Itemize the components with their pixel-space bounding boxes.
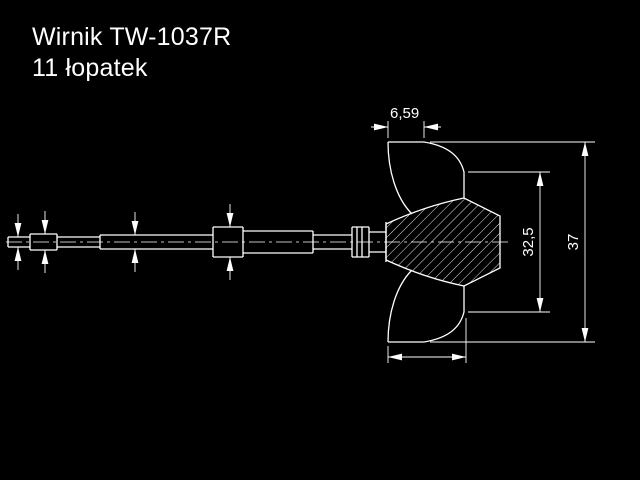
dim-label-wheel-diameter: 37 bbox=[565, 234, 582, 251]
dimension-labels: 6,59 32,5 37 bbox=[390, 105, 582, 257]
dim-label-exducer-diameter: 32,5 bbox=[520, 227, 537, 256]
dim-bottom-extension-lines bbox=[387, 318, 467, 363]
drawing-subtitle: 11 łopatek bbox=[32, 54, 148, 82]
dim-wheel-extension-lines bbox=[430, 141, 595, 343]
dim-exducer-extension-lines bbox=[468, 171, 550, 313]
drawing-title: Wirnik TW-1037R bbox=[32, 23, 232, 51]
dim-label-top-width: 6,59 bbox=[390, 105, 419, 122]
shaft-diameter-arrows bbox=[14, 204, 234, 280]
wheel-hub-section bbox=[385, 197, 501, 287]
title-block: Wirnik TW-1037R 11 łopatek bbox=[32, 22, 231, 84]
wheel-blade-profile bbox=[387, 141, 465, 343]
dimension-lines bbox=[14, 121, 595, 363]
dim-top-extension-lines bbox=[387, 121, 425, 138]
